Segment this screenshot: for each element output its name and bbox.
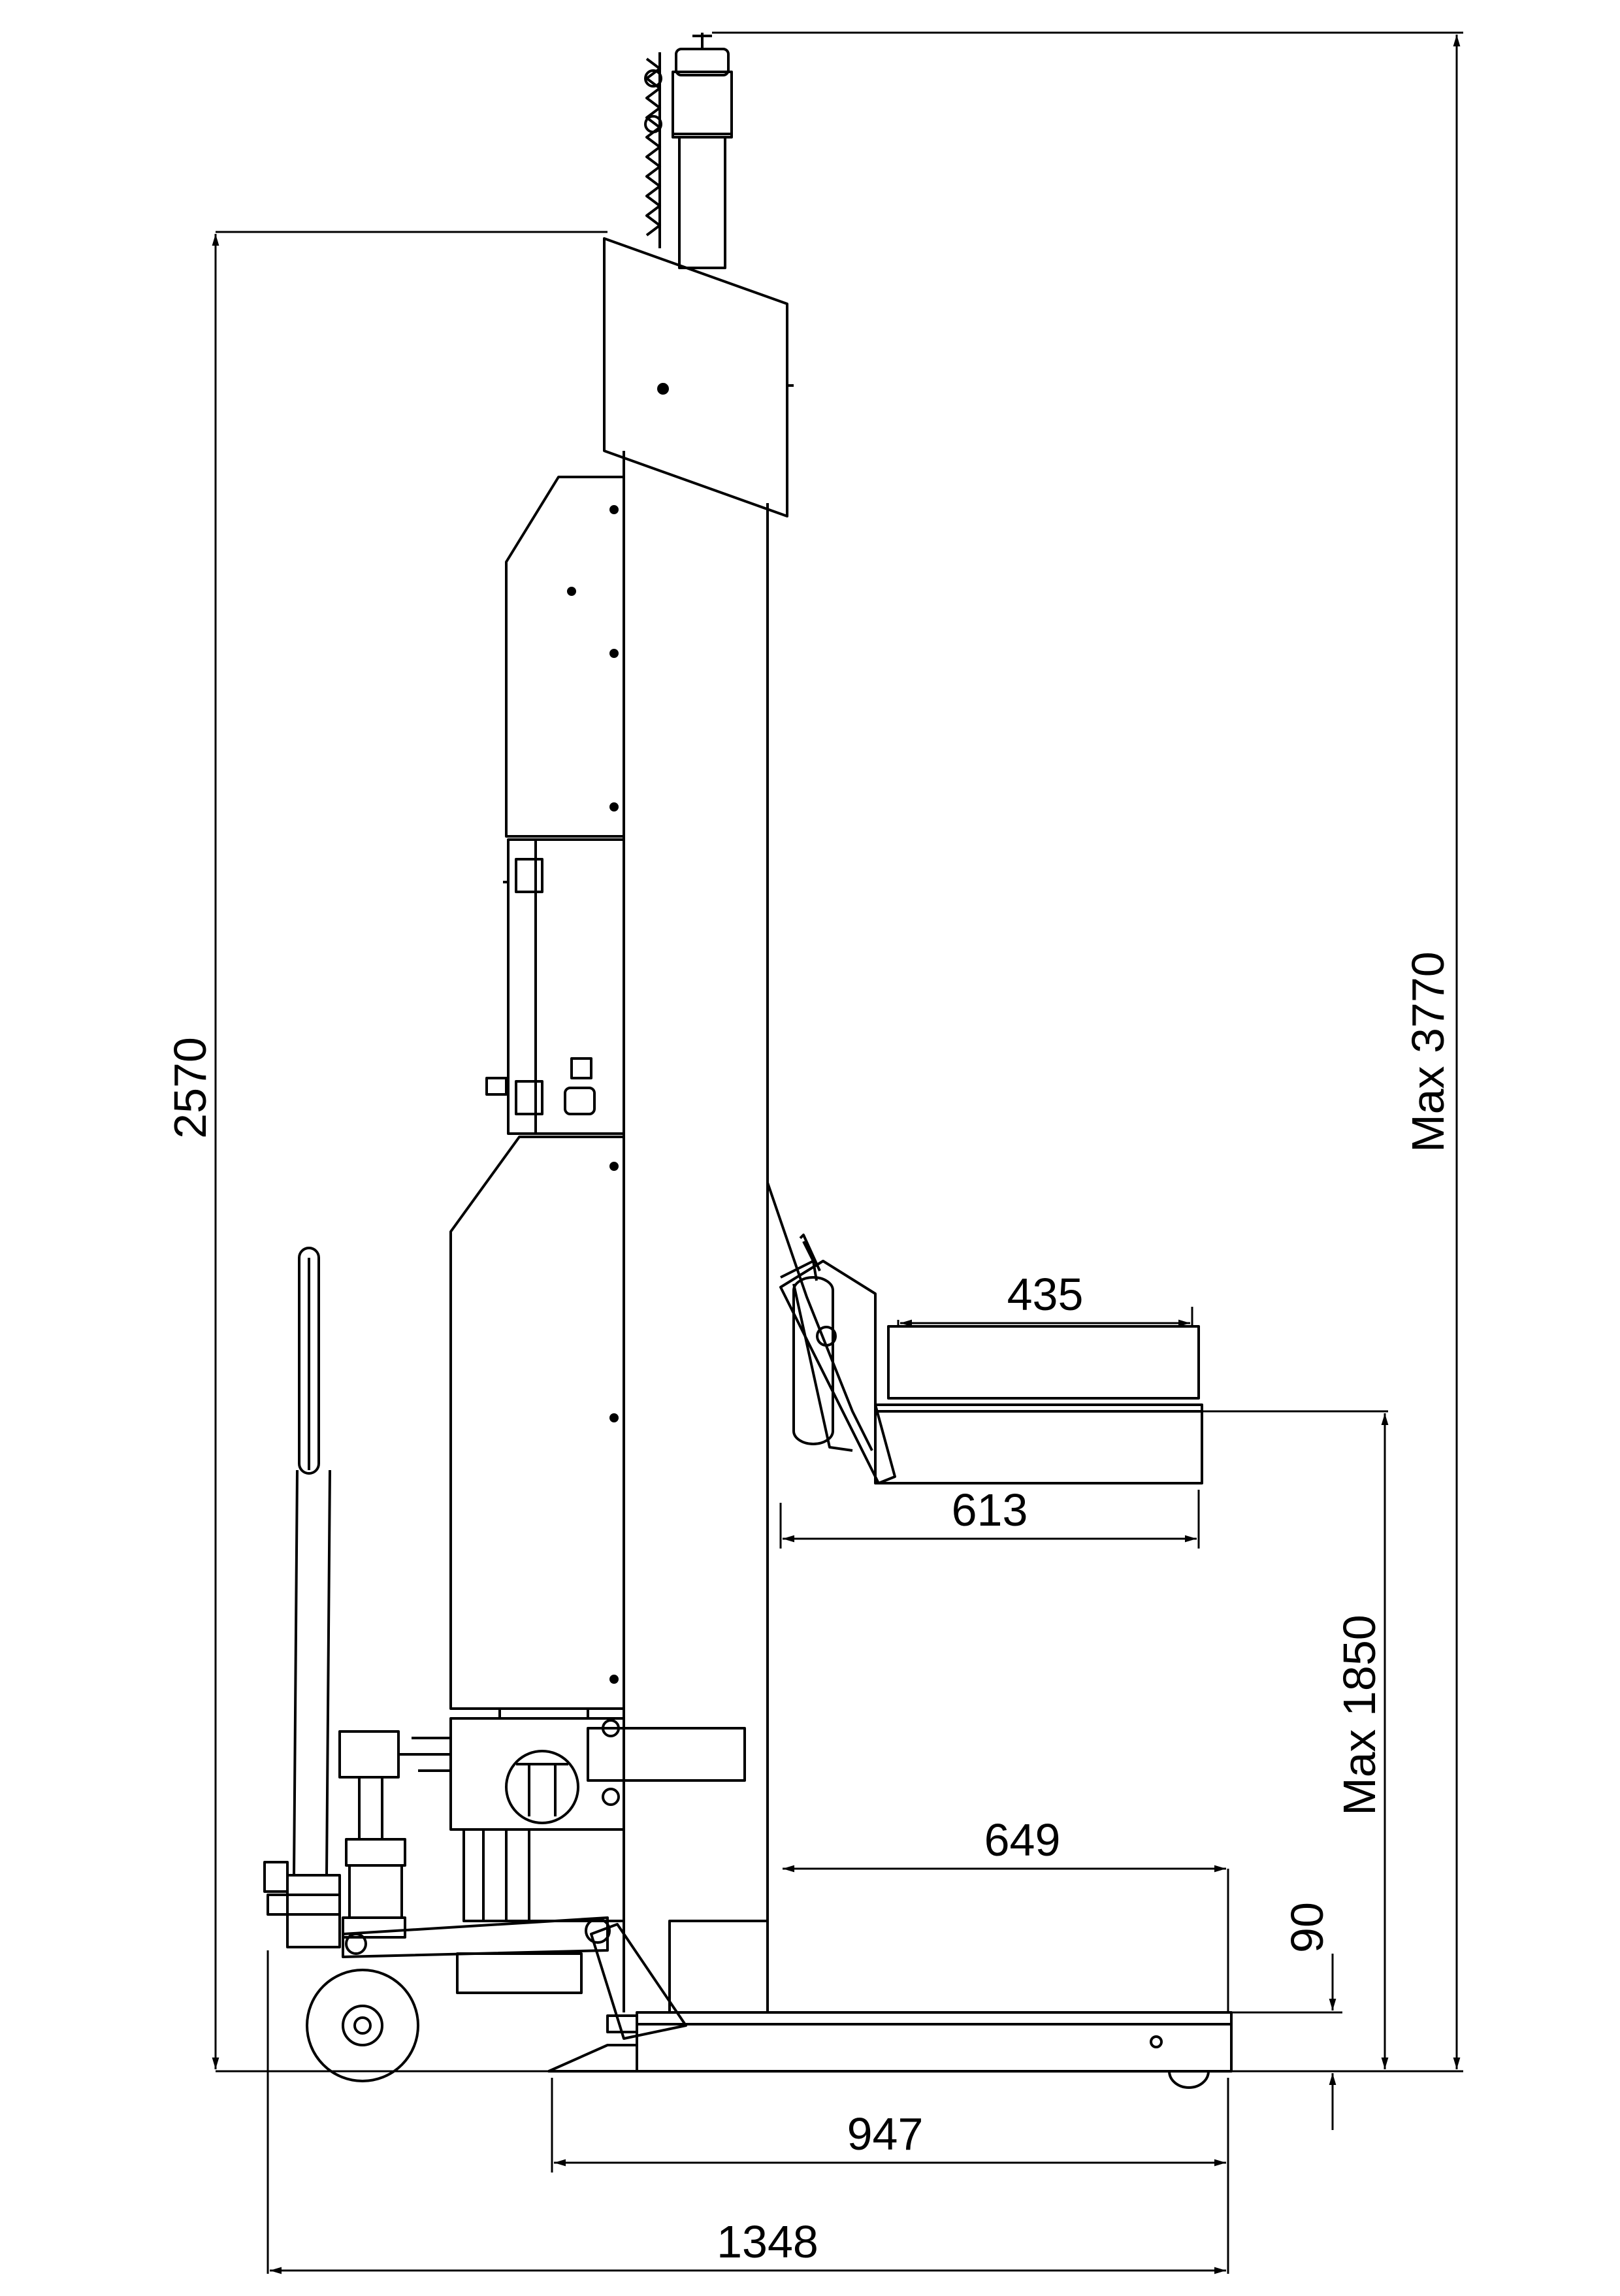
- rear-wheel: [306, 1969, 419, 2082]
- dim-overall-length: 1348: [717, 2216, 818, 2267]
- linkage-arm: [342, 1916, 687, 2040]
- dim-arm-reach: 613: [952, 1484, 1028, 1535]
- tow-handle: [263, 1247, 341, 1948]
- fork-base: [547, 1920, 1233, 2089]
- dim-fork-length: 649: [984, 1814, 1061, 1865]
- dim-overall-height: 2570: [165, 1037, 216, 1139]
- dim-max-lift-height: Max 1850: [1334, 1615, 1385, 1815]
- lower-cover: [449, 1136, 625, 1718]
- lift-arm-assembly: [766, 1182, 1203, 1484]
- telescopic-mast: [644, 33, 733, 269]
- dim-ground-clearance: 90: [1282, 1902, 1333, 1953]
- upper-cover: [505, 476, 625, 838]
- carriage-plate: [603, 237, 794, 517]
- dim-arm-width: 435: [1007, 1269, 1084, 1320]
- hand-pump: [338, 1730, 451, 1939]
- control-box: [485, 838, 625, 1135]
- hydraulic-block: [449, 1717, 746, 1922]
- dim-base-length: 947: [847, 2108, 924, 2159]
- dimension-lines: [212, 31, 1463, 2274]
- dimension-labels: 2570 Max 3770 Max 1850 435 613 649 90 94…: [165, 951, 1453, 2267]
- column-lift-outline: [263, 33, 1233, 2089]
- dim-max-height: Max 3770: [1402, 951, 1453, 1152]
